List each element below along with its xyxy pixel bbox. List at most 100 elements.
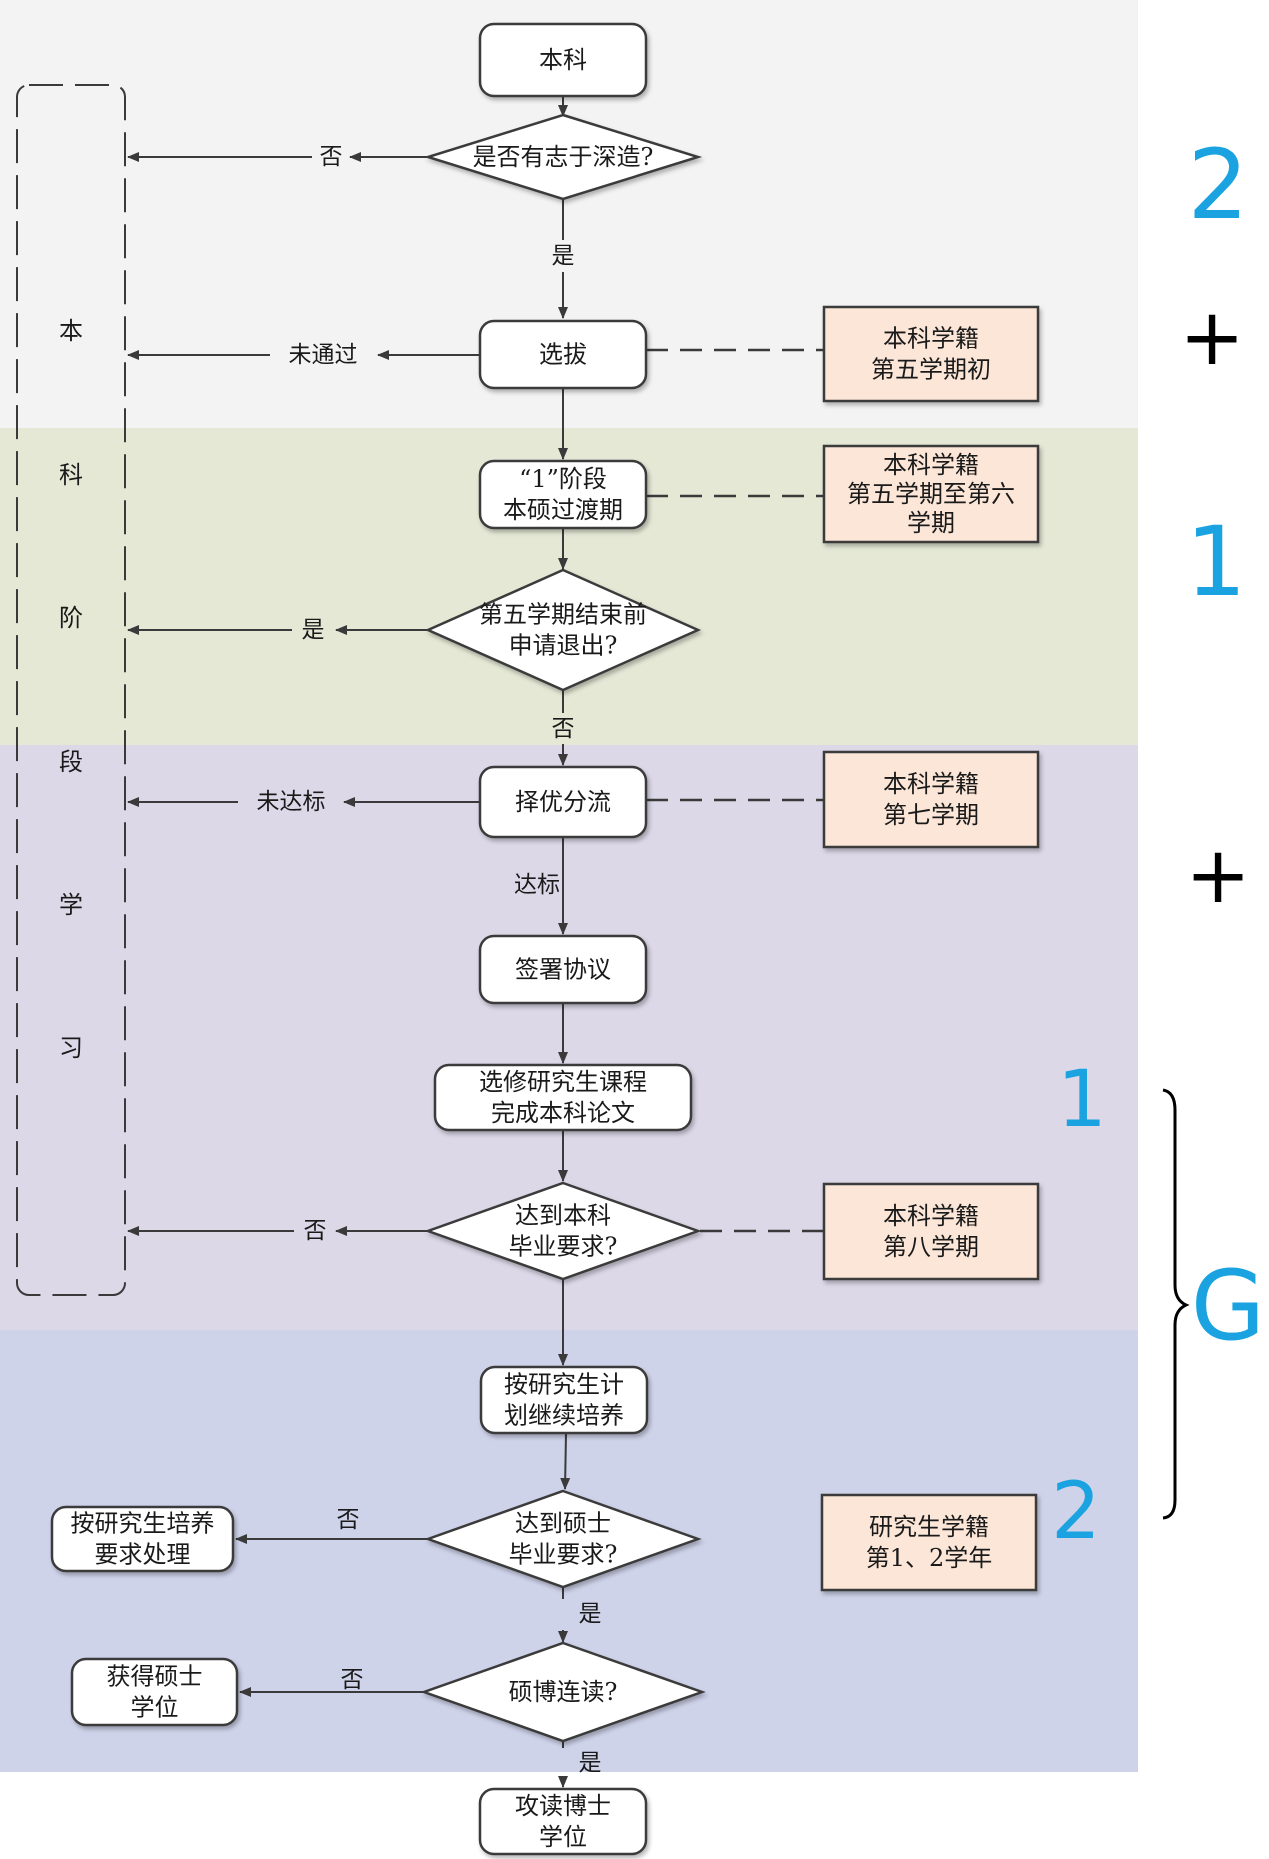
decision-diamond xyxy=(424,568,702,692)
side-dashed-frame xyxy=(16,84,126,1296)
note-n3-line-2: 第七学期 xyxy=(883,801,979,829)
edge-label-e-yes-study: 是 xyxy=(552,243,575,269)
node-q-phd: 硕博连读? xyxy=(420,1641,706,1743)
right-curly-brace xyxy=(1162,1088,1190,1520)
mark-m-G: G xyxy=(1191,1250,1265,1362)
decision-diamond xyxy=(424,1489,702,1589)
note-n5-line-1: 研究生学籍 xyxy=(869,1513,989,1541)
note-n2-line-1: 本科学籍 xyxy=(883,451,979,479)
decision-diamond xyxy=(424,1181,702,1281)
mark-m-1-mid: 1 xyxy=(1185,506,1246,618)
node-handle-line-2: 要求处理 xyxy=(95,1541,191,1569)
node-sign: 签署协议 xyxy=(478,934,648,1005)
flow-nodes: 本科是否有志于深造?选拔“1”阶段本硕过渡期第五学期结束前申请退出?择优分流签署… xyxy=(50,22,706,1856)
note-box xyxy=(822,1182,1040,1281)
decision-diamond xyxy=(423,113,703,201)
side-label-char-4: 段 xyxy=(59,748,83,776)
node-handle-line-1: 按研究生培养 xyxy=(71,1510,215,1538)
note-n2-line-2: 第五学期至第六 xyxy=(847,480,1015,508)
node-q-bachelor-line-2: 毕业要求? xyxy=(509,1233,618,1261)
edge-label-e-no-master: 否 xyxy=(337,1507,360,1533)
note-n5-line-2: 第1、2学年 xyxy=(866,1544,993,1572)
edge-label-e-pass-stream: 达标 xyxy=(514,872,560,898)
node-start-line-1: 本科 xyxy=(539,46,587,74)
note-box xyxy=(822,444,1040,544)
node-master-degree-line-1: 获得硕士 xyxy=(107,1663,203,1691)
mark-m-2-low: 2 xyxy=(1051,1467,1101,1557)
edge-label-e-fail-select: 未通过 xyxy=(289,342,358,368)
node-q-bachelor-line-1: 达到本科 xyxy=(515,1202,611,1230)
node-continue-line-2: 划继续培养 xyxy=(504,1402,624,1430)
edges xyxy=(127,96,571,1788)
node-q-phd-line-1: 硕博连读? xyxy=(509,1678,618,1706)
node-master-degree-line-2: 学位 xyxy=(131,1694,179,1722)
node-stage1-line-2: 本硕过渡期 xyxy=(503,496,623,524)
node-select: 选拔 xyxy=(478,319,648,390)
node-box xyxy=(433,1063,693,1132)
side-label-char-2: 科 xyxy=(59,461,83,489)
node-box xyxy=(478,765,648,839)
node-select-line-1: 选拔 xyxy=(539,341,587,369)
node-q-study: 是否有志于深造? xyxy=(423,113,703,201)
node-box xyxy=(478,22,648,98)
note-n1-line-1: 本科学籍 xyxy=(883,325,979,353)
decision-diamond xyxy=(420,1641,706,1743)
node-box xyxy=(50,1505,235,1573)
node-box xyxy=(478,1787,648,1856)
edge-label-e-yes-phd: 是 xyxy=(579,1750,602,1776)
note-box xyxy=(820,1493,1038,1592)
node-q-quit-line-1: 第五学期结束前 xyxy=(479,601,647,629)
node-box xyxy=(478,934,648,1005)
node-sign-line-1: 签署协议 xyxy=(515,956,611,984)
side-label-char-5: 学 xyxy=(59,891,83,919)
side-label-char-6: 习 xyxy=(59,1034,83,1062)
note-box xyxy=(822,750,1040,849)
mark-m-1-low: 1 xyxy=(1057,1055,1107,1145)
edge-label-e-fail-stream: 未达标 xyxy=(257,789,326,815)
edge-label-e-no-study: 否 xyxy=(320,144,343,170)
note-n4-line-1: 本科学籍 xyxy=(883,1202,979,1230)
node-box xyxy=(478,459,648,530)
note-n3-line-1: 本科学籍 xyxy=(883,770,979,798)
node-q-master-line-2: 毕业要求? xyxy=(509,1541,618,1569)
node-courses-line-2: 完成本科论文 xyxy=(491,1099,635,1127)
edge-label-e-yes-master: 是 xyxy=(579,1601,602,1627)
node-q-study-line-1: 是否有志于深造? xyxy=(473,143,654,171)
node-stream: 择优分流 xyxy=(478,765,648,839)
edge-label-e-no-bachelor: 否 xyxy=(304,1218,327,1244)
node-q-master-line-1: 达到硕士 xyxy=(515,1510,611,1538)
node-continue-line-1: 按研究生计 xyxy=(504,1371,624,1399)
note-n2-line-3: 学期 xyxy=(907,509,955,537)
node-start: 本科 xyxy=(478,22,648,98)
mark-m-plus-1: + xyxy=(1179,293,1244,383)
big-marks: 2+1+1G2 xyxy=(1051,129,1265,1557)
node-box xyxy=(70,1657,239,1727)
node-stage1-line-1: “1”阶段 xyxy=(519,465,607,493)
node-box xyxy=(478,319,648,390)
edge-label-e-no-phd: 否 xyxy=(341,1667,364,1693)
node-courses-line-1: 选修研究生课程 xyxy=(479,1068,647,1096)
side-label-char-1: 本 xyxy=(59,317,83,345)
mark-m-plus-2: + xyxy=(1185,831,1250,921)
side-label-char-3: 阶 xyxy=(59,604,83,632)
edge-label-e-no-quit: 否 xyxy=(552,716,575,742)
edge-continue-to-q-master xyxy=(560,1432,571,1490)
note-box xyxy=(822,305,1040,403)
node-q-quit-line-2: 申请退出? xyxy=(509,632,618,660)
note-connectors xyxy=(646,348,824,1233)
note-n1-line-2: 第五学期初 xyxy=(871,356,991,384)
edge-label-e-yes-quit: 是 xyxy=(302,617,325,643)
